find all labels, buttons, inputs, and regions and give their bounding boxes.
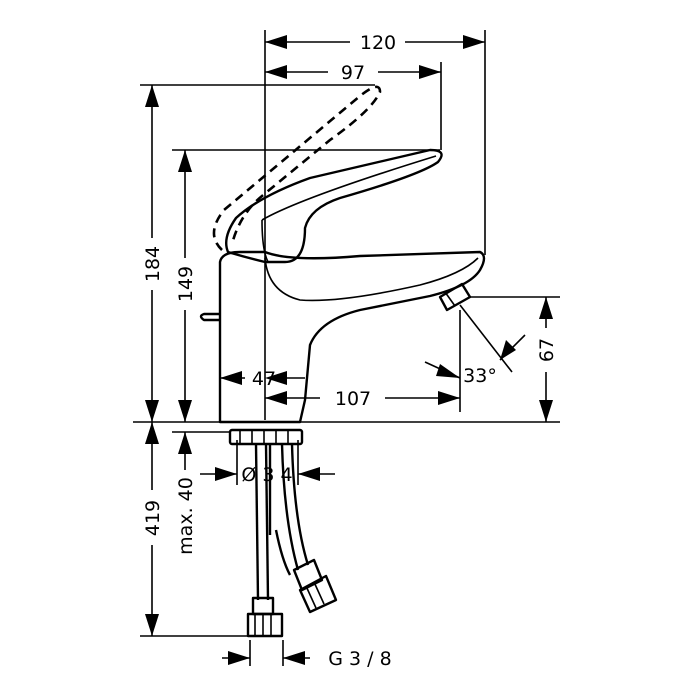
dim-outlet-height: 67 [536, 297, 558, 422]
dim-outlet-height-label: 67 [536, 338, 558, 362]
dim-pipe-length: 419 [142, 422, 164, 636]
dim-thread-label: G 3 / 8 [328, 648, 391, 670]
dim-max-thickness: max. 40 [172, 431, 230, 555]
dim-thread: G 3 / 8 [222, 648, 392, 670]
dim-max-thickness-label: max. 40 [175, 477, 197, 555]
dim-height-spout: 149 [175, 150, 197, 422]
dim-height-total: 184 [142, 85, 164, 422]
extension-lines [133, 30, 560, 666]
dim-width-total: 120 [265, 32, 485, 54]
dim-angle-label: 33° [463, 365, 497, 387]
faucet-body [199, 250, 486, 424]
dim-reach: 107 [265, 388, 460, 410]
dim-width-total-label: 120 [360, 32, 396, 54]
dim-width-spout: 97 [265, 62, 441, 84]
dim-reach-label: 107 [335, 388, 371, 410]
dim-pipe-length-label: 419 [142, 500, 164, 536]
dim-body-width: 47 [220, 368, 305, 390]
dim-angle: 33° [424, 334, 526, 387]
dim-width-spout-label: 97 [341, 62, 365, 84]
dim-body-width-label: 47 [252, 368, 276, 390]
lever-handle-alt [212, 85, 382, 251]
dim-height-spout-label: 149 [175, 266, 197, 302]
mounting-base [228, 428, 304, 446]
dim-height-total-label: 184 [142, 246, 164, 282]
lever-handle [225, 148, 443, 264]
supply-hoses [246, 443, 338, 638]
